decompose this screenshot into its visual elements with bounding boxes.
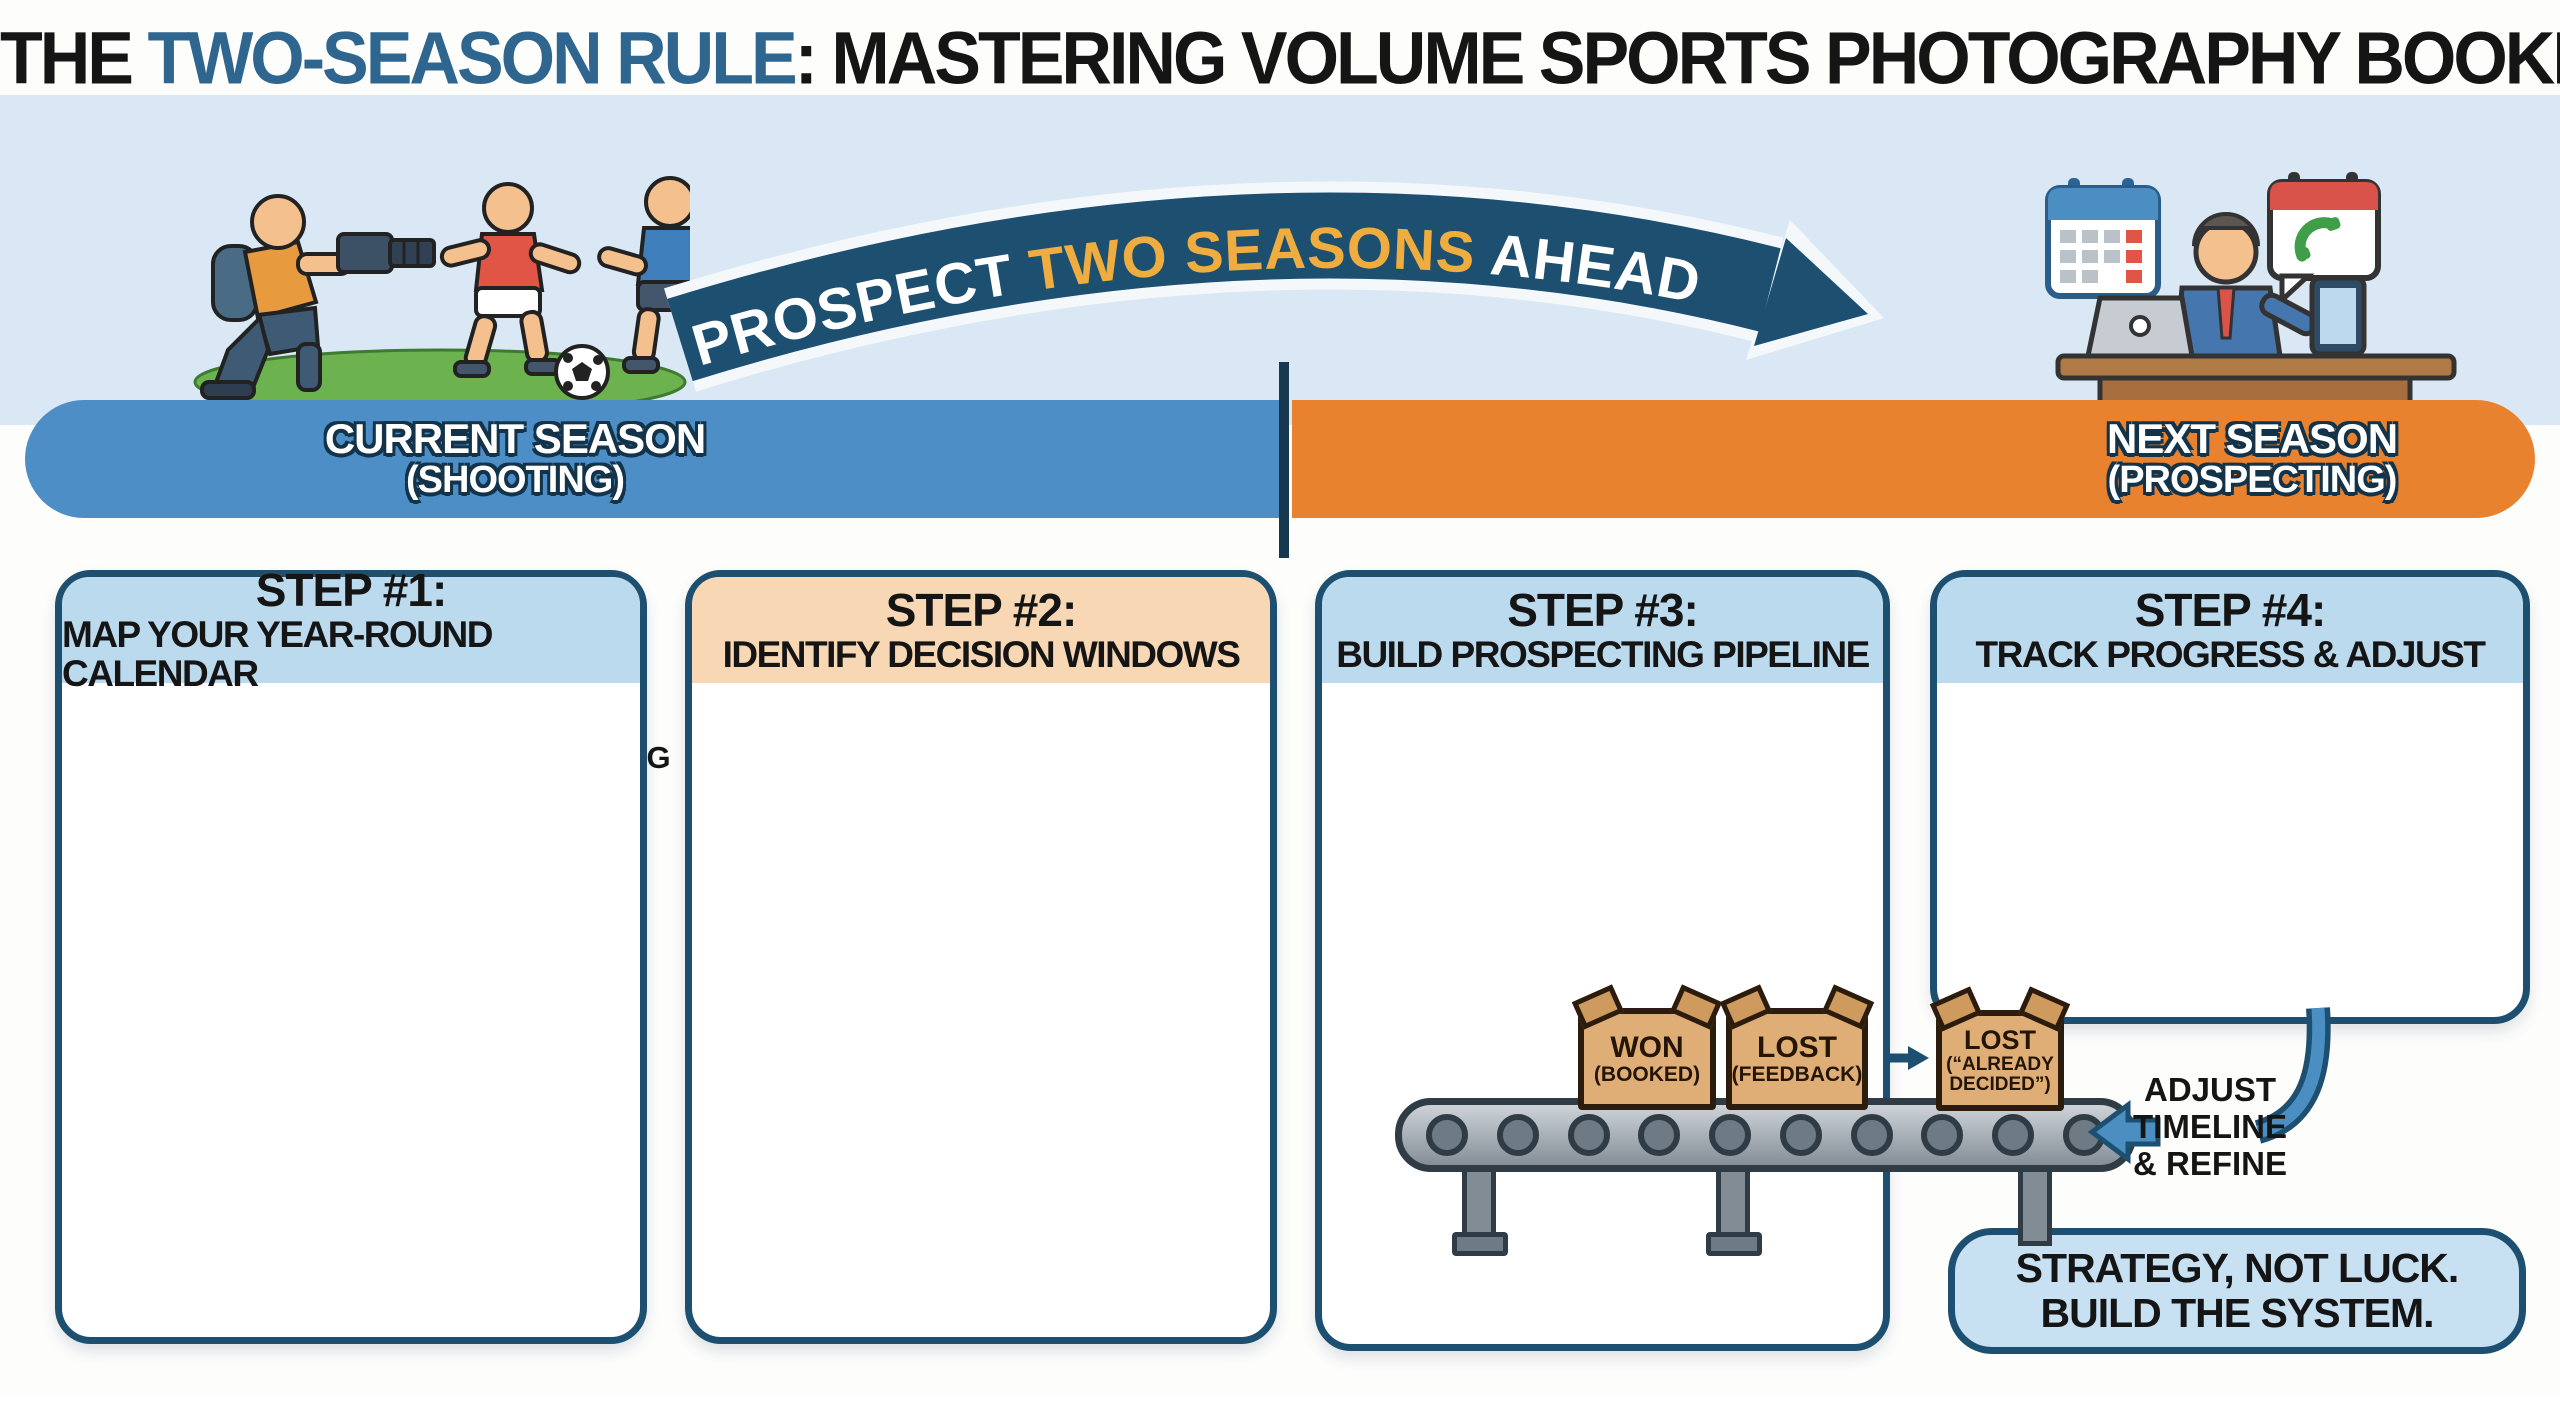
step1-panel: STEP #1: MAP YOUR YEAR-ROUND CALENDAR bbox=[55, 566, 647, 1344]
title-prefix: THE bbox=[0, 16, 148, 100]
belt-roller bbox=[1850, 1114, 1893, 1156]
title-suffix: : MASTERING VOLUME SPORTS PHOTOGRAPHY BO… bbox=[794, 16, 2560, 100]
step3-header-line1: STEP #3: bbox=[1507, 584, 1699, 637]
current-season-line2: (SHOOTING) bbox=[406, 459, 625, 502]
lost-feedback-box: LOST (FEEDBACK) bbox=[1719, 984, 1875, 1110]
step3-header-line2: BUILD PROSPECTING PIPELINE bbox=[1336, 633, 1870, 675]
adjust-timeline-label: ADJUST TIMELINE & REFINE bbox=[2120, 1071, 2300, 1183]
left-block-arrow bbox=[2087, 1100, 2161, 1164]
belt-roller bbox=[1779, 1114, 1822, 1156]
strategy-callout: STRATEGY, NOT LUCK. BUILD THE SYSTEM. bbox=[1948, 1228, 2526, 1354]
season-divider bbox=[1279, 362, 1289, 558]
won-box-title: WON bbox=[1610, 1031, 1684, 1065]
lost-box-sub: (FEEDBACK) bbox=[1731, 1062, 1863, 1086]
step4-panel: STEP #4: TRACK PROGRESS & ADJUST bbox=[1930, 570, 2530, 1024]
lost-already-decided-box: LOST (“ALREADY DECIDED”) bbox=[1929, 986, 2071, 1111]
next-season-label: NEXT SEASON (PROSPECTING) bbox=[1992, 415, 2512, 502]
photographer-icon bbox=[200, 194, 436, 400]
won-box-sub: (BOOKED) bbox=[1593, 1062, 1701, 1086]
belt-roller bbox=[1921, 1114, 1964, 1156]
step1-header-line2: MAP YOUR YEAR-ROUND CALENDAR bbox=[62, 614, 493, 695]
belt-foot bbox=[1452, 1232, 1508, 1256]
soccer-ball-icon bbox=[554, 344, 610, 400]
strategy-line1: STRATEGY, NOT LUCK. bbox=[2015, 1244, 2460, 1291]
next-season-bar: NEXT SEASON (PROSPECTING) bbox=[1292, 400, 2535, 518]
current-season-line1: CURRENT SEASON bbox=[324, 415, 706, 462]
step4-header-line2: TRACK PROGRESS & ADJUST bbox=[1975, 633, 2486, 675]
already-decided-sub1: (“ALREADY bbox=[1946, 1053, 2054, 1075]
page-title: THE TWO-SEASON RULE: MASTERING VOLUME SP… bbox=[0, 16, 2560, 101]
calendar-icon bbox=[2045, 178, 2161, 299]
adjust-line3: & REFINE bbox=[2132, 1144, 2287, 1182]
adjust-line2: TIMELINE bbox=[2133, 1107, 2287, 1145]
conveyor-belt bbox=[1395, 1098, 2136, 1172]
step1-header-line1: STEP #1: bbox=[255, 564, 448, 617]
belt-roller bbox=[1426, 1114, 1468, 1156]
step2-header: STEP #2: IDENTIFY DECISION WINDOWS bbox=[692, 577, 1270, 683]
belt-roller bbox=[1709, 1114, 1752, 1156]
adjust-feedback-connector bbox=[2087, 1007, 2331, 1164]
belt-roller bbox=[1992, 1114, 2035, 1156]
step1-header: STEP #1: MAP YOUR YEAR-ROUND CALENDAR bbox=[62, 566, 640, 694]
step3-panel: STEP #3: BUILD PROSPECTING PIPELINE bbox=[1315, 570, 1890, 1351]
prospect-banner-arrow: PROSPECT TWO SEASONS AHEAD bbox=[664, 181, 1884, 392]
lost-box-title: LOST bbox=[1757, 1031, 1837, 1065]
next-season-line2: (PROSPECTING) bbox=[2107, 459, 2398, 502]
adjust-line1: ADJUST bbox=[2143, 1071, 2277, 1108]
already-decided-sub2: DECIDED”) bbox=[1949, 1073, 2051, 1095]
belt-roller bbox=[1496, 1114, 1539, 1156]
phone-calendar-icon bbox=[2267, 172, 2381, 306]
won-box: WON (BOOKED) bbox=[1571, 984, 1723, 1110]
next-season-line1: NEXT SEASON bbox=[2106, 415, 2398, 462]
belt-leg bbox=[2018, 1162, 2052, 1246]
step3-header: STEP #3: BUILD PROSPECTING PIPELINE bbox=[1322, 577, 1883, 683]
current-season-label: CURRENT SEASON (SHOOTING) bbox=[195, 415, 835, 502]
soccer-player-red-icon bbox=[439, 182, 582, 378]
belt-roller bbox=[1638, 1114, 1681, 1156]
step2-header-line1: STEP #2: bbox=[885, 584, 1078, 637]
step4-header-line1: STEP #4: bbox=[2134, 584, 2327, 637]
title-highlight: TWO-SEASON RULE bbox=[147, 16, 797, 100]
belt-foot bbox=[1706, 1232, 1762, 1256]
current-season-bar: CURRENT SEASON (SHOOTING) bbox=[25, 400, 1279, 518]
step4-header: STEP #4: TRACK PROGRESS & ADJUST bbox=[1937, 577, 2523, 683]
strategy-line2: BUILD THE SYSTEM. bbox=[2040, 1290, 2434, 1336]
laptop-icon bbox=[2084, 295, 2195, 359]
prospecting-desk-illustration bbox=[2045, 172, 2457, 420]
photographer-players-illustration bbox=[193, 176, 690, 416]
step2-header-line2: IDENTIFY DECISION WINDOWS bbox=[722, 633, 1241, 675]
belt-roller bbox=[1567, 1114, 1610, 1156]
already-decided-title: LOST bbox=[1964, 1025, 2036, 1056]
step2-panel: STEP #2: IDENTIFY DECISION WINDOWS bbox=[685, 570, 1277, 1344]
